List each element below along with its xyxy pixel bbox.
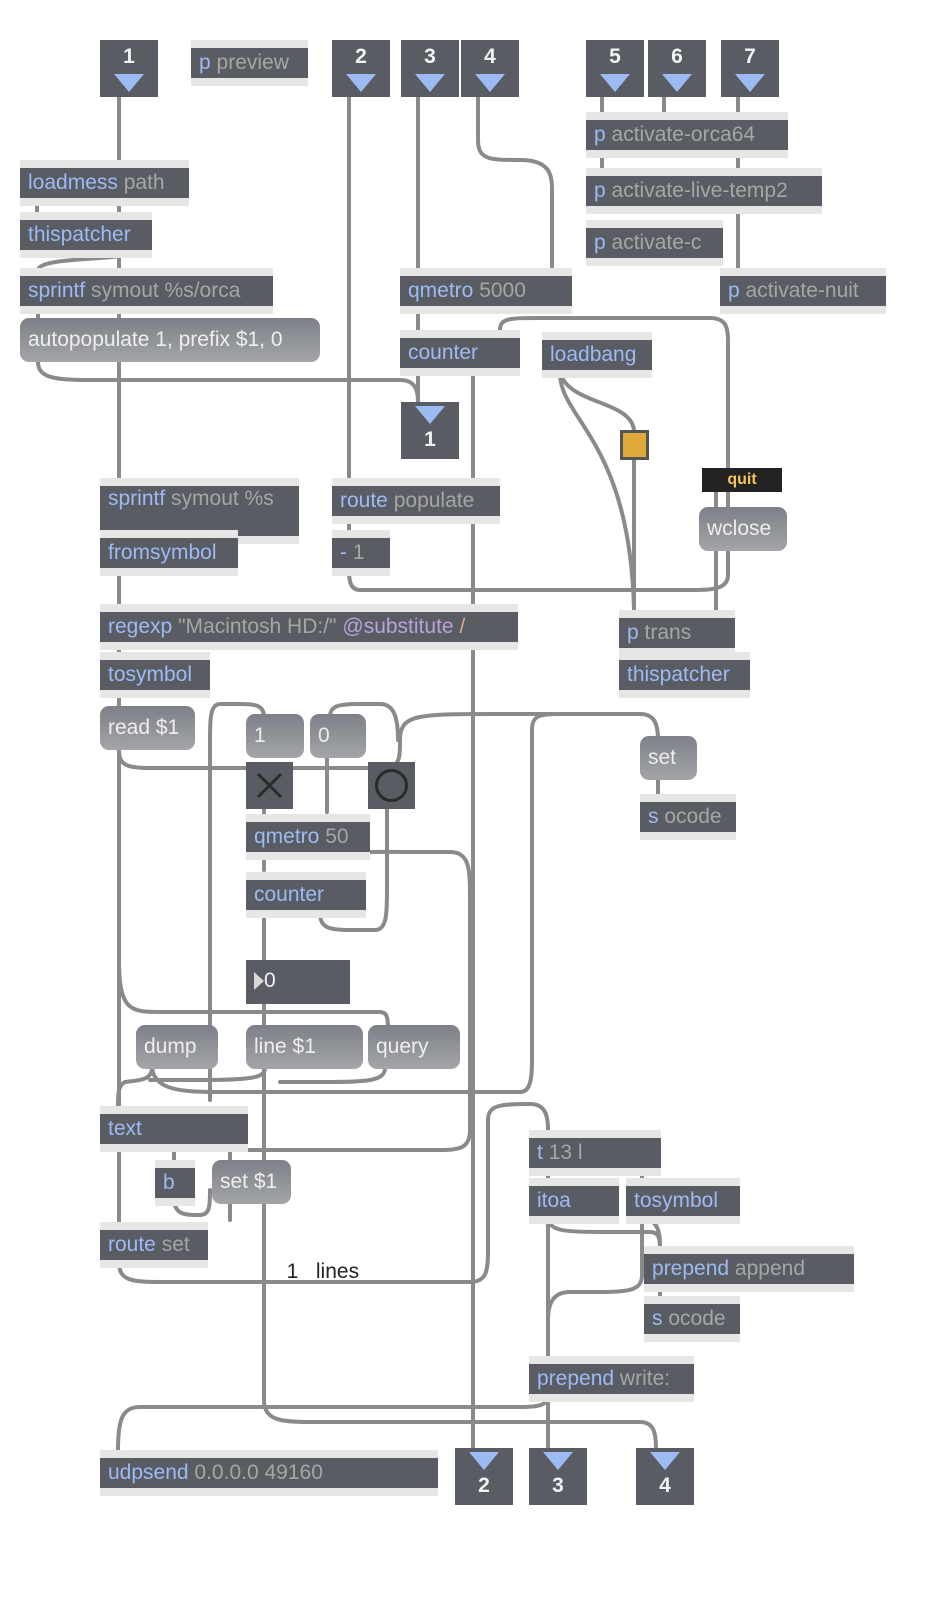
inlet-arrow-icon [600,74,630,92]
outlet-number: 4 [659,1474,671,1497]
object-qmetro-50[interactable]: qmetro 50 [246,814,370,860]
inlet-number: 7 [744,45,756,68]
object-text[interactable]: text [100,1106,248,1152]
object-thispatcher-2[interactable]: thispatcher [619,652,750,698]
message-1[interactable]: 1 [246,714,304,758]
patch-cord [116,1393,550,1452]
inlet-3[interactable]: 3 [401,40,459,97]
patch-cord [558,371,636,612]
inlet-number: 5 [609,45,621,68]
object-udpsend[interactable]: udpsend 0.0.0.0 49160 [100,1450,438,1496]
patch-cord [558,371,636,432]
inlet-number: 6 [671,45,683,68]
object-p-preview[interactable]: p preview [191,40,308,86]
object-regexp[interactable]: regexp "Macintosh HD:/" @substitute / [100,604,518,650]
object-sprintf[interactable]: sprintf symout %s/orca [20,268,273,314]
bang-circle-icon [375,769,408,802]
object-p-activate-c[interactable]: p activate-c [586,220,723,266]
inlet-number: 4 [484,45,496,68]
outlet-number: 1 [424,428,436,451]
inlet-1[interactable]: 1 [100,40,158,97]
outlet-number: 2 [478,1474,490,1497]
lines-count-comment: 1 lines [286,1260,360,1283]
inlet-number: 2 [355,45,367,68]
comment-quit: quit [702,468,782,492]
inlet-number: 3 [424,45,436,68]
object-fromsymbol[interactable]: fromsymbol [100,530,238,576]
outlet-4[interactable]: 4 [636,1448,694,1505]
object-tosymbol-2[interactable]: tosymbol [626,1178,740,1224]
outlet-number: 3 [552,1474,564,1497]
object-counter[interactable]: counter [400,330,520,376]
object-route-set[interactable]: route set [100,1222,208,1268]
toggle-x-icon [256,772,283,799]
bang-fill [623,433,646,457]
outlet-arrow-icon [543,1452,573,1470]
inlet-arrow-icon [415,74,445,92]
bang-button[interactable] [620,430,649,460]
inlet-arrow-icon [475,74,505,92]
inlet-arrow-icon [662,74,692,92]
object-p-activate-live-temp2[interactable]: p activate-live-temp2 [586,168,822,214]
object-loadmess[interactable]: loadmess path [20,160,189,206]
object-p-activate-orca64[interactable]: p activate-orca64 [586,112,788,158]
object-tosymbol[interactable]: tosymbol [100,652,210,698]
patch-cord [148,1066,267,1082]
object-prepend-append[interactable]: prepend append [644,1246,854,1292]
message-query[interactable]: query [368,1025,460,1069]
inlet-4[interactable]: 4 [461,40,519,97]
inlet-6[interactable]: 6 [648,40,706,97]
object-p-trans[interactable]: p trans [619,610,735,656]
toggle[interactable] [246,762,293,809]
inlet-5[interactable]: 5 [586,40,644,97]
patch-cord [278,1066,387,1084]
patch-cord [476,95,554,270]
outlet-arrow-icon [415,406,445,424]
patch-cord [117,711,660,770]
message-set[interactable]: set [640,736,697,780]
object-trigger[interactable]: t 13 l [529,1130,661,1176]
object-prepend-write[interactable]: prepend write: [529,1356,694,1402]
patch-cord [546,1216,644,1322]
object-p-activate-nuit[interactable]: p activate-nuit [720,268,886,314]
inlet-2[interactable]: 2 [332,40,390,97]
inlet-number: 1 [123,45,135,68]
object-itoa[interactable]: itoa [529,1178,619,1224]
inlet-7[interactable]: 7 [721,40,779,97]
message-set-1[interactable]: set $1 [212,1160,291,1204]
object-route-populate[interactable]: route populate [332,478,500,524]
patch-cord [116,1066,154,1107]
object-s-ocode-2[interactable]: s ocode [644,1296,740,1342]
outlet-arrow-icon [650,1452,680,1470]
object-thispatcher[interactable]: thispatcher [20,212,152,258]
object-counter-2[interactable]: counter [246,872,366,918]
inlet-arrow-icon [735,74,765,92]
outlet-3[interactable]: 3 [529,1448,587,1505]
outlet-2[interactable]: 2 [455,1448,513,1505]
message-0[interactable]: 0 [310,714,366,758]
object-minus-1[interactable]: - 1 [332,530,390,576]
object-b[interactable]: b [155,1160,195,1206]
outlet-arrow-icon [469,1452,499,1470]
message-autopopulate[interactable]: autopopulate 1, prefix $1, 0 [20,318,320,362]
bang-circle-button[interactable] [368,762,415,809]
message-line[interactable]: line $1 [246,1025,363,1069]
outlet-1[interactable]: 1 [401,402,459,459]
patch-cord [36,360,420,404]
object-loadbang[interactable]: loadbang [542,332,652,378]
object-s-ocode[interactable]: s ocode [640,794,736,840]
inlet-arrow-icon [346,74,376,92]
number-triangle-icon [254,972,264,991]
message-wclose[interactable]: wclose [699,507,787,551]
object-qmetro-5000[interactable]: qmetro 5000 [400,268,572,314]
message-read[interactable]: read $1 [100,706,195,750]
number-box[interactable]: 0 [246,960,350,1004]
inlet-arrow-icon [114,74,144,92]
message-dump[interactable]: dump [136,1025,218,1069]
